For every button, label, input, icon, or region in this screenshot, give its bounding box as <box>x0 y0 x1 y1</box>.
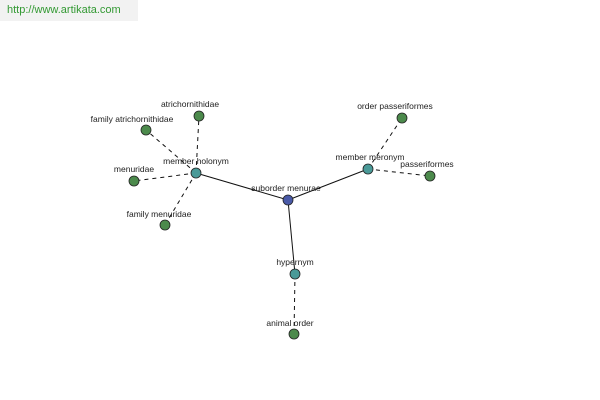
site-url-link[interactable]: http://www.artikata.com <box>7 4 121 16</box>
graph-labels: suborder menurae member holonym member mer… <box>91 99 454 328</box>
node-meronym[interactable] <box>362 163 374 175</box>
url-banner: http://www.artikata.com <box>0 0 138 21</box>
label-passeriformes: passeriformes <box>400 159 453 169</box>
node-order-passeriformes[interactable] <box>396 112 408 124</box>
edge-family-menuridae <box>164 172 197 226</box>
edge-animal-order <box>293 273 296 335</box>
label-family-atrichornithidae: family atrichornithidae <box>91 114 174 124</box>
edge-hypernym <box>287 199 296 275</box>
node-family-atrichornithidae[interactable] <box>140 124 152 136</box>
edge-passeriformes <box>367 168 431 177</box>
edge-order-passeriformes <box>367 117 403 170</box>
label-family-menuridae: family menuridae <box>127 209 192 219</box>
label-animal-order: animal order <box>266 318 313 328</box>
node-menuridae[interactable] <box>128 175 140 187</box>
node-family-menuridae[interactable] <box>159 219 171 231</box>
label-meronym: member meronym <box>336 152 405 162</box>
label-holonym: member holonym <box>163 156 229 166</box>
node-suborder[interactable] <box>282 194 294 206</box>
edge-family-atrichornithidae <box>145 129 197 174</box>
label-order-passeriformes: order passeriformes <box>357 101 433 111</box>
node-hypernym[interactable] <box>289 268 301 280</box>
label-suborder: suborder menurae <box>251 183 321 193</box>
node-animal-order[interactable] <box>288 328 300 340</box>
node-atrichornithidae[interactable] <box>193 110 205 122</box>
graph-edges <box>133 115 431 335</box>
node-holonym[interactable] <box>190 167 202 179</box>
edge-atrichornithidae <box>195 115 200 174</box>
edge-holonym <box>195 172 289 201</box>
graph-nodes <box>128 110 436 340</box>
label-hypernym: hypernym <box>276 257 313 267</box>
label-atrichornithidae: atrichornithidae <box>161 99 219 109</box>
label-menuridae: menuridae <box>114 164 154 174</box>
node-passeriformes[interactable] <box>424 170 436 182</box>
edge-menuridae <box>133 172 197 182</box>
edge-meronym <box>287 168 369 201</box>
